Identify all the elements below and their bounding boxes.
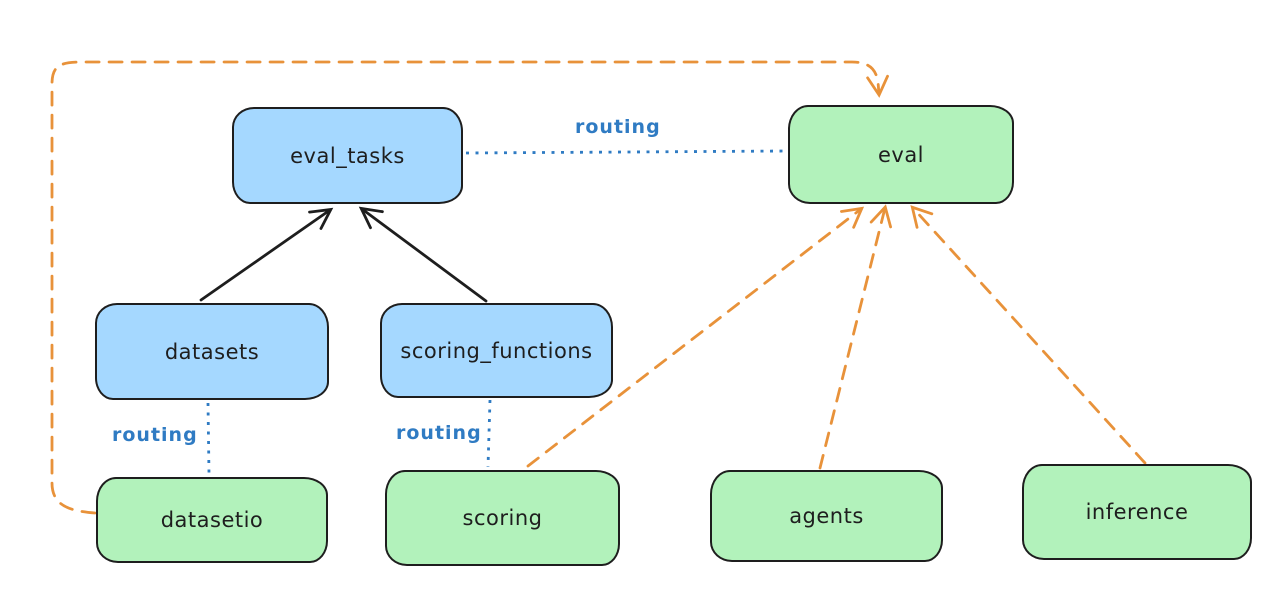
edge-label-routing-datasets-datasetio: routing [112, 424, 198, 446]
edge-datasetio-to-eval [50, 60, 889, 515]
node-agents-label: agents [789, 504, 864, 528]
node-scoring-functions: scoring_functions [380, 303, 613, 398]
node-scoring-label: scoring [462, 506, 543, 530]
edge-eval-tasks-to-eval-routing [465, 149, 787, 155]
node-datasetio-label: datasetio [160, 508, 264, 532]
edge-agents-to-eval [818, 204, 892, 470]
edge-label-routing-scoring-functions-scoring: routing [396, 422, 482, 444]
node-datasetio: datasetio [96, 477, 328, 563]
node-scoring: scoring [385, 470, 620, 566]
node-agents: agents [710, 470, 943, 562]
node-scoring-functions-label: scoring_functions [400, 338, 593, 363]
node-eval-tasks: eval_tasks [232, 107, 463, 204]
node-eval-label: eval [877, 142, 925, 167]
node-eval-tasks-label: eval_tasks [290, 143, 405, 168]
node-inference: inference [1022, 464, 1252, 560]
edge-datasets-to-datasetio-routing [206, 402, 211, 475]
edge-datasets-to-eval-tasks [199, 207, 334, 302]
edge-scoring-functions-to-scoring-routing [486, 399, 492, 468]
edge-scoring-functions-to-eval-tasks [358, 206, 488, 303]
edge-inference-to-eval [910, 205, 1147, 465]
node-datasets-label: datasets [164, 339, 260, 364]
node-eval: eval [788, 105, 1014, 204]
node-inference-label: inference [1085, 500, 1189, 524]
edge-label-routing-eval-tasks-eval: routing [575, 116, 661, 138]
node-datasets: datasets [95, 303, 329, 400]
edge-scoring-to-eval [526, 206, 865, 468]
